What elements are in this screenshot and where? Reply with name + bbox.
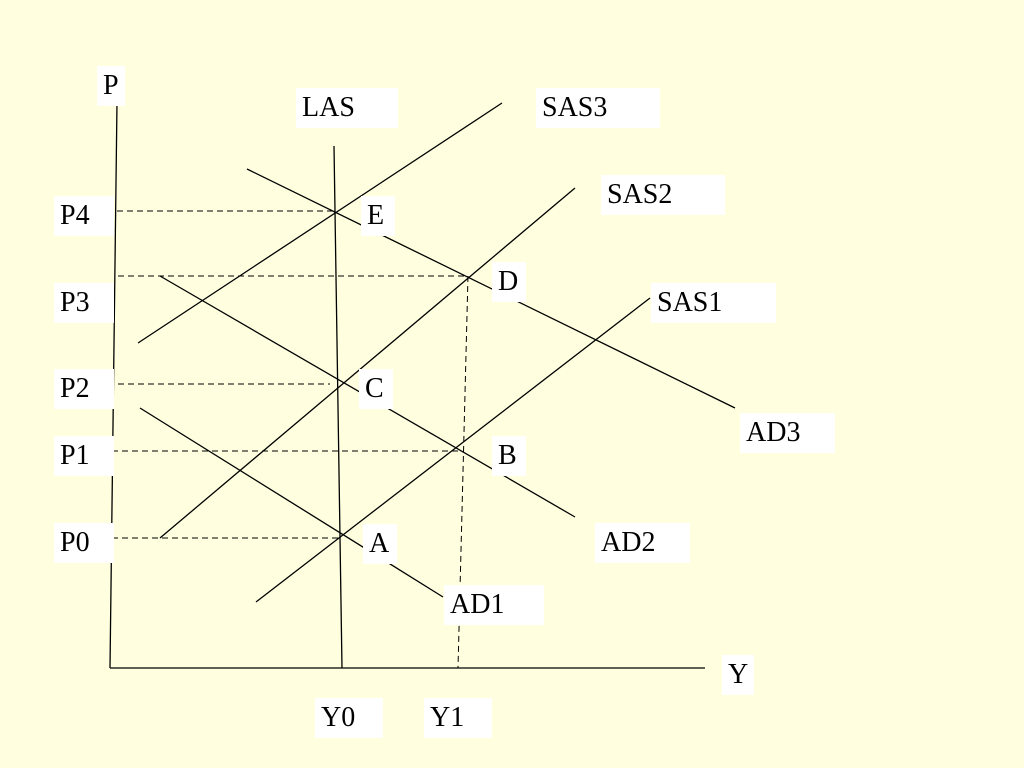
ad3-label: AD3 [740,413,835,453]
point-b-label: B [492,436,526,476]
sas2-line [159,187,576,539]
y-axis-label: P [97,66,125,106]
las-label: LAS [296,88,398,128]
y0-label: Y0 [315,698,383,738]
point-c-label: C [359,369,393,409]
ad3-line [246,168,736,409]
ad2-label: AD2 [595,523,690,563]
y1-guide-line [457,275,469,669]
point-a-label: A [363,524,397,564]
sas3-label: SAS3 [536,88,660,128]
ad1-label: AD1 [444,585,544,625]
p1-label: P1 [54,436,114,476]
las-line [333,145,343,669]
sas2-label: SAS2 [601,175,725,215]
sas1-label: SAS1 [651,283,776,323]
y1-label: Y1 [424,698,492,738]
point-d-label: D [492,262,526,302]
ad1-line [139,407,444,598]
point-e-label: E [361,196,395,236]
sas3-line [137,102,503,344]
p4-label: P4 [54,196,114,236]
x-axis-label: Y [722,655,755,695]
p0-label: P0 [54,523,114,563]
p3-label: P3 [54,283,114,323]
p2-label: P2 [54,369,114,409]
sas1-line [255,297,651,603]
